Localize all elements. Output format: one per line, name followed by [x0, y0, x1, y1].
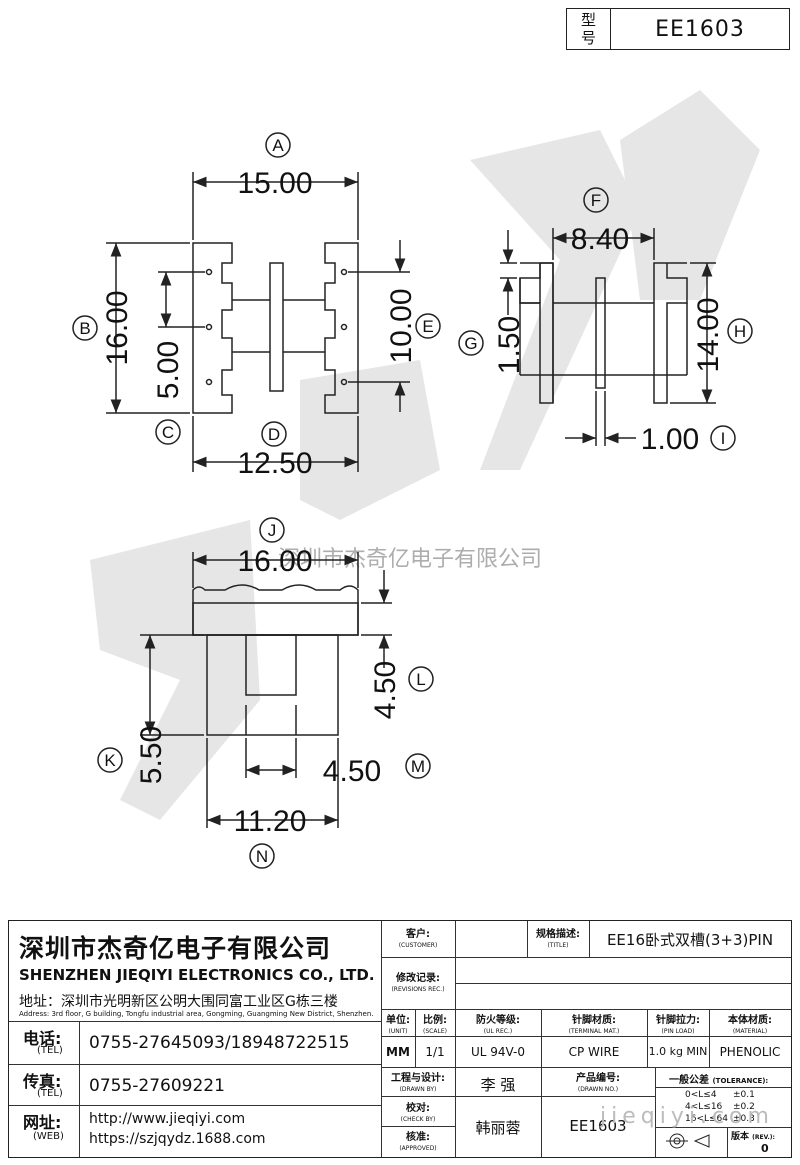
customer-label: 客户:(CUSTOMER) [398, 929, 438, 949]
title-value: EE16卧式双槽(3+3)PIN [606, 931, 774, 949]
web-link-2[interactable]: https://szjqydz.1688.com [89, 1131, 266, 1147]
drawn-value: 李 强 [480, 1076, 516, 1094]
letter-h: H [734, 322, 746, 341]
letter-k: K [104, 751, 116, 770]
fax-value: 0755-27609221 [89, 1076, 225, 1096]
letter-l: L [416, 670, 425, 689]
letter-m: M [411, 757, 425, 776]
dim-i: 1.00 [641, 423, 699, 456]
address-cn: 地址：深圳市光明新区公明大围同富工业区G栋三楼 [19, 994, 338, 1010]
web-link-1[interactable]: http://www.jieqiyi.com [89, 1111, 246, 1127]
check-value: 韩丽蓉 [475, 1119, 521, 1137]
letter-n: N [256, 847, 268, 866]
dim-e: 10.00 [385, 288, 418, 363]
dim-l: 4.50 [369, 661, 402, 719]
material-value: PHENOLIC [719, 1045, 781, 1059]
approved-label: 核准:(APPROVED) [399, 1132, 437, 1152]
dim-j: 16.00 [237, 545, 312, 578]
scale-label: 比例:(SCALE) [423, 1015, 447, 1035]
pinload-label: 针脚拉力:(PIN LOAD) [656, 1015, 700, 1035]
fax-label: 传真: [23, 1072, 62, 1091]
terminal-value: CP WIRE [568, 1045, 620, 1059]
dim-a: 15.00 [237, 167, 312, 200]
scale-value: 1/1 [425, 1045, 445, 1059]
title-block: 深圳市杰奇亿电子有限公司 SHENZHEN JIEQIYI ELECTRONIC… [8, 920, 792, 1158]
dim-m: 4.50 [323, 755, 381, 788]
projection-symbol-icon [666, 1133, 710, 1149]
pinload-value: 1.0 kg MIN [648, 1045, 708, 1058]
drawn-label: 工程与设计:(DRAWN BY) [391, 1073, 445, 1093]
revisions-label: 修改记录:(REVISIONS REC.) [391, 973, 445, 993]
fax-label-en: (TEL) [37, 1088, 63, 1099]
letter-c: C [162, 423, 174, 442]
model-label: 型 号 [567, 9, 611, 49]
model-box: 型 号 EE1603 [566, 8, 790, 50]
dimension-letters: A B C D E F G H I J K L M N [79, 136, 746, 866]
unit-value: MM [386, 1045, 410, 1059]
letter-d: D [268, 425, 280, 444]
ul-label: 防火等级:(UL REC.) [476, 1015, 520, 1035]
letter-i: I [721, 429, 726, 448]
tolerance-label: 一般公差 (TOLERANCE): [669, 1075, 769, 1086]
dim-h: 14.00 [692, 297, 725, 372]
web-label-en: (WEB) [33, 1131, 64, 1142]
dim-d: 12.50 [237, 447, 312, 480]
dim-k: 5.50 [135, 726, 168, 784]
view-bottom [97, 517, 434, 869]
unit-label: 单位:(UNIT) [386, 1015, 410, 1035]
dim-g: 1.50 [493, 316, 526, 374]
company-name-cn: 深圳市杰奇亿电子有限公司 [19, 934, 332, 963]
technical-drawing: 深圳市杰奇亿电子有限公司 [72, 90, 760, 869]
dim-f: 8.40 [571, 223, 629, 256]
dim-c: 5.00 [152, 341, 185, 399]
dim-b: 16.00 [101, 290, 134, 365]
watermark-url: jieqiyi.com [600, 1104, 774, 1129]
drawnno-value: EE1603 [569, 1117, 627, 1135]
tel-label: 电话: [23, 1029, 62, 1048]
letter-g: G [464, 334, 477, 353]
address-en: Address: 3rd floor, G building, Tongfu i… [19, 1010, 374, 1018]
web-label: 网址: [23, 1113, 62, 1132]
watermark-text: 深圳市杰奇亿电子有限公司 [278, 546, 542, 571]
terminal-label: 针脚材质:(TERMINAL MAT.) [568, 1015, 620, 1035]
ul-value: UL 94V-0 [470, 1045, 526, 1059]
view-top-left [72, 132, 441, 472]
letter-j: J [268, 521, 277, 540]
version-value: 0 [761, 1142, 769, 1155]
letter-a: A [272, 136, 284, 155]
tolerance-table: 0<L≤4±0.1 4<L≤16±0.2 16<L≤64±0.3 [685, 1090, 755, 1124]
drawnno-label: 产品编号:(DRAWN NO.) [576, 1073, 620, 1093]
model-value: EE1603 [655, 16, 745, 42]
watermark [90, 90, 760, 820]
letter-f: F [591, 191, 601, 210]
letter-b: B [79, 319, 90, 338]
company-name-en: SHENZHEN JIEQIYI ELECTRONICS CO., LTD. [19, 966, 375, 984]
check-label: 校对:(CHECK BY) [400, 1103, 436, 1123]
letter-e: E [422, 317, 433, 336]
title-label: 规格描述:(TITLE) [536, 929, 580, 949]
tel-label-en: (TEL) [37, 1045, 63, 1056]
material-label: 本体材质:(MATERIAL) [728, 1015, 772, 1035]
version-label: 版本 (REV.): [731, 1132, 775, 1142]
tel-value: 0755-27645093/18948722515 [89, 1033, 350, 1053]
dim-n: 11.20 [234, 805, 307, 838]
dimension-values: 15.00 16.00 5.00 12.50 10.00 8.40 1.50 1… [101, 167, 725, 838]
view-top-right [458, 187, 753, 451]
